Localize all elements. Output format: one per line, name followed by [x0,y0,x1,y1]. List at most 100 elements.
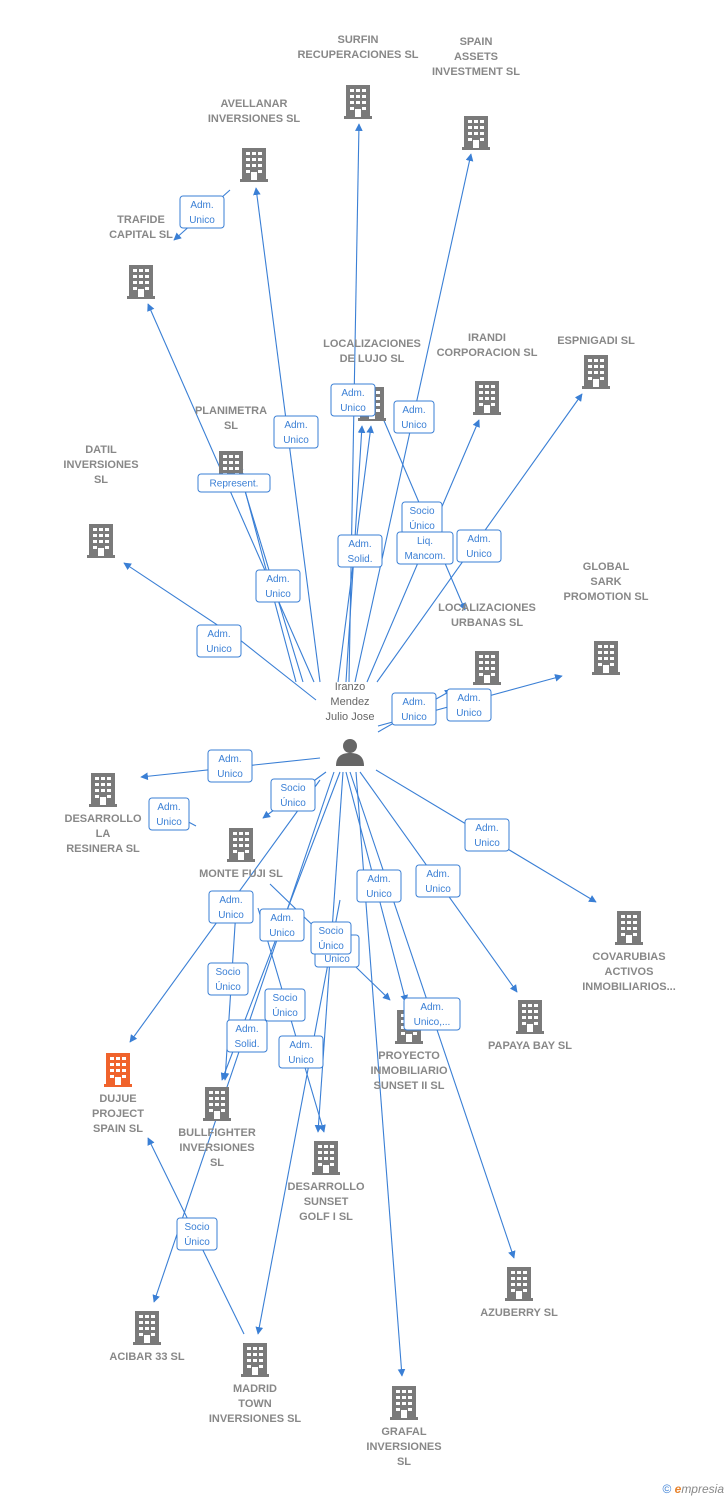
company-node-papaya[interactable]: PAPAYA BAY SL [488,1000,572,1052]
relation-label[interactable]: Adm.Unico [446,688,492,722]
relation-label-text: Adm.Solid. [234,1024,259,1050]
relation-label-text: Adm.Unico [283,420,309,446]
relation-label[interactable]: Adm.Unico [259,908,305,942]
relation-label[interactable]: Adm.Solid. [337,534,383,568]
relation-label[interactable]: Liq.Mancom. [396,531,454,565]
relation-label[interactable]: Adm.Unico [196,624,242,658]
building-icon [312,1141,340,1175]
relation-label-text: Represent. [210,479,259,490]
relation-label-box [403,997,461,1031]
relation-label-text: Adm.Unico [366,874,392,900]
relation-label[interactable]: Adm.Unico [255,569,301,603]
relation-label-box [310,921,352,955]
building-icon [127,265,155,299]
relation-edge [255,899,341,1335]
relation-label[interactable]: Adm.Unico [464,818,510,852]
relation-label[interactable]: Adm.Unico [415,864,461,898]
node-label: MONTE FUJI SL [199,868,283,880]
relation-label[interactable]: Adm.Unico [179,195,225,229]
relation-label[interactable]: Adm.Unico [391,692,437,726]
relation-label-text: Adm.Unico [265,574,291,600]
relation-label-text: Adm.Unico [340,388,366,414]
relation-label-text: Adm.Unico,... [414,1002,451,1028]
relation-label[interactable]: Adm.Unico [148,797,190,831]
relation-label[interactable]: Adm.Unico [356,869,402,903]
relation-label-box [259,908,305,942]
company-node-montefuji[interactable]: MONTE FUJI SL [199,828,283,880]
relation-label[interactable]: Adm.Unico [273,415,319,449]
building-icon [615,911,643,945]
relation-label[interactable]: Adm.Solid. [226,1019,268,1053]
relation-label-box [179,195,225,229]
relation-label[interactable]: Adm.Unico,... [403,997,461,1031]
relation-label-text: Adm.Unico [189,200,215,226]
relation-label[interactable]: Adm.Unico [393,400,435,434]
building-icon [582,355,610,389]
building-icon [390,1386,418,1420]
relation-label[interactable]: Adm.Unico [456,529,502,563]
copyright-symbol: © [662,1482,672,1496]
company-node-acibar[interactable]: ACIBAR 33 SL [109,1311,185,1363]
company-node-azuberry[interactable]: AZUBERRY SL [480,1267,558,1319]
relation-label-box [148,797,190,831]
relation-label-box [176,1217,218,1251]
relation-label-box [264,988,306,1022]
building-icon [592,641,620,675]
relation-label[interactable]: Adm.Unico [330,383,376,417]
relation-label[interactable]: Adm.Unico [207,749,253,783]
relation-label[interactable]: Represent. [197,473,271,493]
building-icon [104,1053,132,1087]
company-node-espnigadi[interactable]: ESPNIGADI SL [557,335,635,389]
node-label: PAPAYA BAY SL [488,1040,572,1052]
building-icon [89,773,117,807]
building-icon [473,651,501,685]
relation-label-box [208,890,254,924]
relation-label[interactable]: Adm.Unico [208,890,254,924]
building-icon [344,85,372,119]
relation-label-box [337,534,383,568]
relation-label-box [207,962,249,996]
node-label: ESPNIGADI SL [557,335,635,347]
brand-footer[interactable]: © empresia [662,1482,724,1496]
building-icon [462,116,490,150]
relation-label[interactable]: Adm.Unico [278,1035,324,1069]
